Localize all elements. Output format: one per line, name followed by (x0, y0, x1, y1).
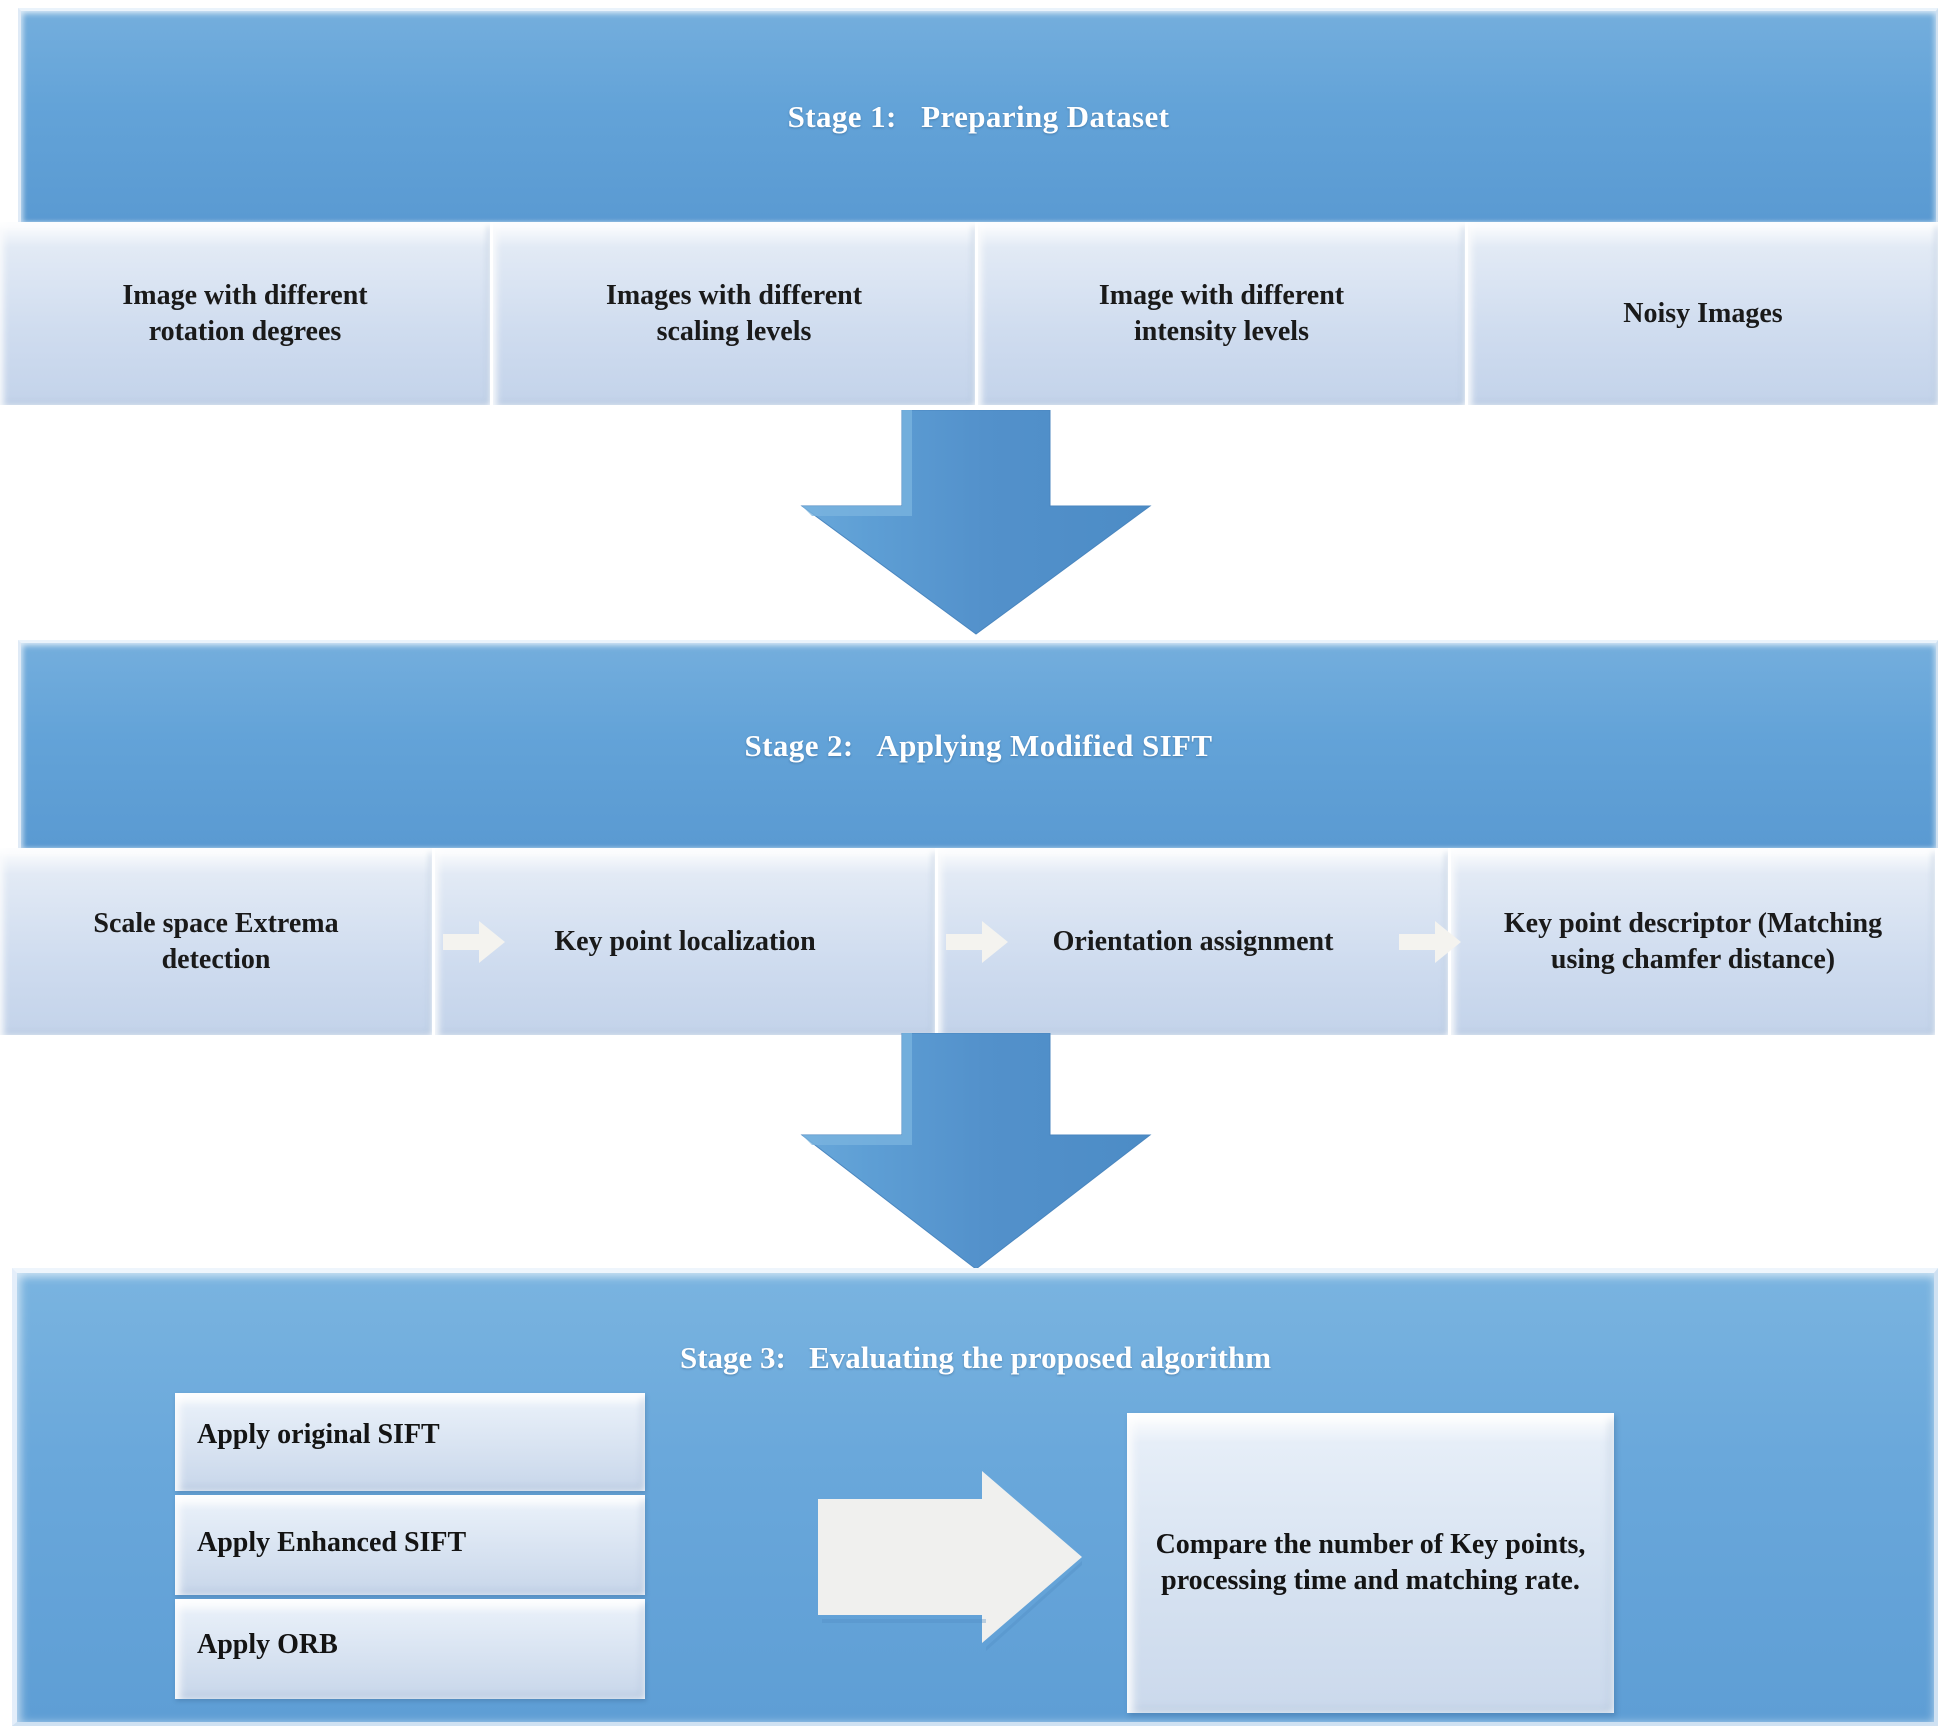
sift-step-orientation-assignment[interactable]: Orientation assignment (935, 848, 1448, 1035)
result-compare-box[interactable]: Compare the number of Key points,process… (1127, 1413, 1614, 1713)
stage-3-title: Stage 3: Evaluating the proposed algorit… (679, 1340, 1272, 1375)
apply-box-orb-label: Apply ORB (197, 1629, 338, 1660)
stage-2-title: Stage 2: Applying Modified SIFT (744, 727, 1213, 763)
dataset-box-noisy-label: Noisy Images (1623, 297, 1783, 329)
arrow-right-icon-2 (946, 920, 1008, 963)
arrow-right-icon-1 (443, 920, 505, 963)
dataset-box-noisy[interactable]: Noisy Images (1465, 222, 1938, 405)
apply-box-original-sift[interactable]: Apply original SIFT (175, 1393, 645, 1491)
sift-step-orientation-assignment-label: Orientation assignment (1052, 925, 1334, 957)
stage-1-header: Stage 1: Preparing Dataset (18, 8, 1938, 222)
arrow-down-icon-stage1-stage2 (790, 410, 1162, 636)
stage-1-title: Stage 1: Preparing Dataset (787, 98, 1170, 134)
stage-2-header: Stage 2: Applying Modified SIFT (18, 640, 1938, 848)
apply-box-original-sift-label: Apply original SIFT (197, 1419, 440, 1450)
arrow-down-icon-stage2-stage3 (790, 1033, 1162, 1271)
apply-box-orb[interactable]: Apply ORB (175, 1599, 645, 1699)
arrow-right-icon-stage3 (810, 1471, 1088, 1651)
stage-3-container: Stage 3: Evaluating the proposed algorit… (12, 1268, 1938, 1726)
result-compare-box-label: Compare the number of Key points,process… (1155, 1528, 1586, 1596)
apply-box-enhanced-sift-label: Apply Enhanced SIFT (197, 1527, 467, 1558)
sift-step-keypoint-localization-label: Key point localization (554, 925, 816, 957)
apply-box-enhanced-sift[interactable]: Apply Enhanced SIFT (175, 1495, 645, 1595)
sift-step-keypoint-localization[interactable]: Key point localization (432, 848, 935, 1035)
